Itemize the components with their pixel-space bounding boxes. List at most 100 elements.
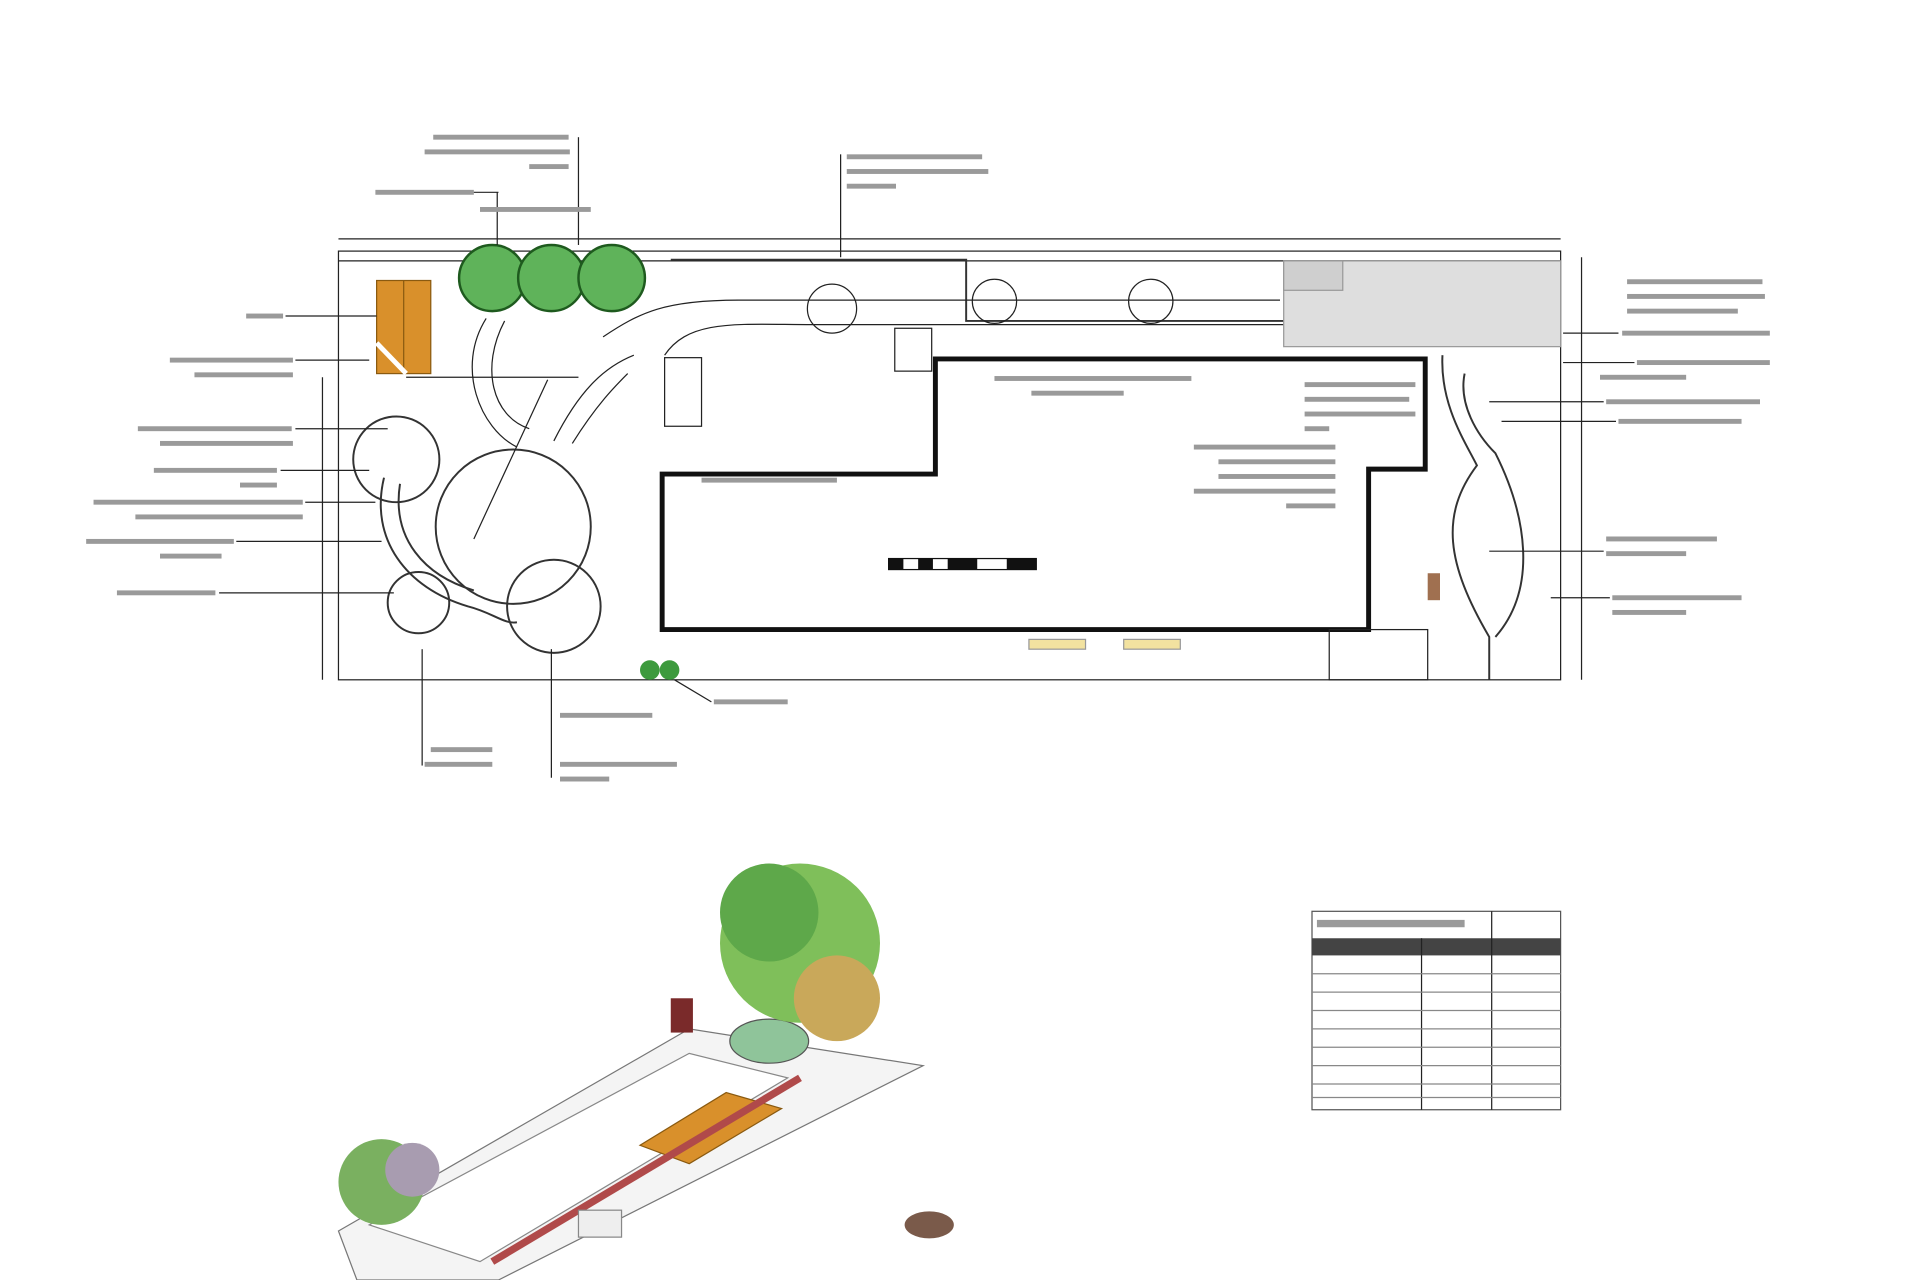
model-shed: [670, 998, 693, 1033]
illegible-label: [1218, 459, 1336, 465]
model-bench: [577, 1209, 623, 1238]
structure-outline: [894, 327, 933, 372]
illegible-label: [240, 482, 277, 488]
illegible-label: [846, 169, 989, 174]
illegible-label: [1627, 279, 1763, 285]
garden-bed: [352, 415, 441, 504]
illegible-label: [1193, 444, 1336, 450]
model-lawn: [729, 1018, 810, 1064]
tree-canopy: [457, 243, 527, 313]
table-header-band: [1312, 938, 1561, 956]
illegible-label: [1612, 595, 1742, 601]
illegible-label: [137, 426, 292, 432]
coin-reference: [904, 1211, 954, 1239]
stepping-circle: [1128, 278, 1174, 324]
illegible-label: [375, 189, 474, 195]
garden-path: [553, 354, 635, 444]
illegible-label: [1612, 609, 1687, 615]
garden-line: [473, 379, 549, 540]
illegible-label: [846, 154, 983, 160]
illegible-label: [713, 699, 788, 705]
illegible-label: [1618, 418, 1742, 424]
table-rows: [1312, 973, 1561, 1099]
illegible-label: [529, 164, 569, 170]
model-tree: [720, 863, 819, 962]
structure-outline: [1328, 628, 1429, 681]
illegible-label: [1627, 293, 1765, 299]
tree-canopy: [577, 243, 647, 313]
leader-line: [674, 679, 712, 703]
path-edge: [664, 323, 1287, 356]
scale-bar-segment: [888, 558, 904, 570]
illegible-label: [160, 440, 293, 446]
model-shrub: [793, 955, 880, 1042]
garden-bed: [434, 448, 592, 605]
bench: [1028, 638, 1087, 650]
illegible-label: [1193, 488, 1336, 494]
illegible-label: [424, 761, 493, 767]
isometric-3d-model: [337, 863, 954, 1280]
illegible-label: [1286, 503, 1336, 509]
model-planting-strip: [490, 1074, 802, 1265]
illegible-label: [560, 712, 653, 718]
illegible-label: [135, 514, 303, 520]
scale-bar-segment: [1006, 558, 1037, 570]
illegible-label: [560, 776, 610, 782]
illegible-label: [994, 376, 1192, 381]
illegible-label: [1636, 360, 1770, 366]
illegible-table-title: [1316, 919, 1465, 928]
illegible-label: [560, 761, 677, 767]
illegible-label: [1606, 551, 1687, 557]
illegible-label: [424, 149, 570, 155]
plant-schedule-table: [1311, 910, 1562, 1111]
tree-canopy-symbol: [457, 243, 680, 680]
site-plan: [321, 238, 1583, 681]
deck-step: [374, 341, 408, 376]
garden-path: [471, 318, 530, 448]
garden-bed: [386, 571, 451, 635]
illegible-label: [86, 538, 234, 544]
illegible-label: [153, 467, 277, 473]
garden-path: [397, 483, 475, 592]
illegible-label: [1606, 399, 1760, 405]
side-path: [670, 258, 1561, 322]
illegible-label: [1304, 396, 1410, 402]
scale-bar-segment: [947, 558, 978, 570]
paved-area-inset: [1283, 260, 1344, 291]
illegible-label: [1627, 308, 1738, 314]
illegible-label: [169, 357, 293, 363]
illegible-label: [1304, 382, 1416, 388]
side-garden-path: [1462, 373, 1525, 638]
illegible-label: [480, 207, 591, 212]
illegible-label: [1606, 536, 1717, 542]
tree-canopy: [516, 243, 586, 313]
side-garden-path: [1441, 355, 1491, 680]
illegible-label: [1304, 426, 1330, 432]
illegible-label: [160, 553, 222, 559]
illegible-label: [430, 747, 493, 753]
illegible-label: [846, 183, 896, 189]
scale-bar-segment: [918, 558, 933, 570]
stepping-circle: [806, 283, 858, 334]
stepping-circle: [971, 278, 1018, 324]
illegible-label: [1622, 330, 1770, 336]
illegible-label: [1304, 411, 1416, 417]
deck-symbol: [374, 279, 432, 376]
model-shrub: [385, 1142, 440, 1197]
garden-bed: [506, 558, 602, 654]
illegible-label: [116, 590, 216, 596]
illegible-label: [93, 499, 303, 505]
illegible-label: [1218, 474, 1336, 479]
leader-labels: [86, 134, 1770, 782]
scale-bar: [888, 557, 1037, 571]
shrub: [659, 660, 680, 680]
illegible-label: [194, 372, 293, 378]
structure-outline: [664, 357, 703, 427]
shrub: [640, 660, 660, 680]
illegible-label: [433, 134, 569, 140]
property-boundary: [337, 250, 1562, 681]
illegible-label: [246, 313, 284, 319]
side-feature: [1427, 573, 1440, 601]
path-edge: [602, 299, 1280, 338]
